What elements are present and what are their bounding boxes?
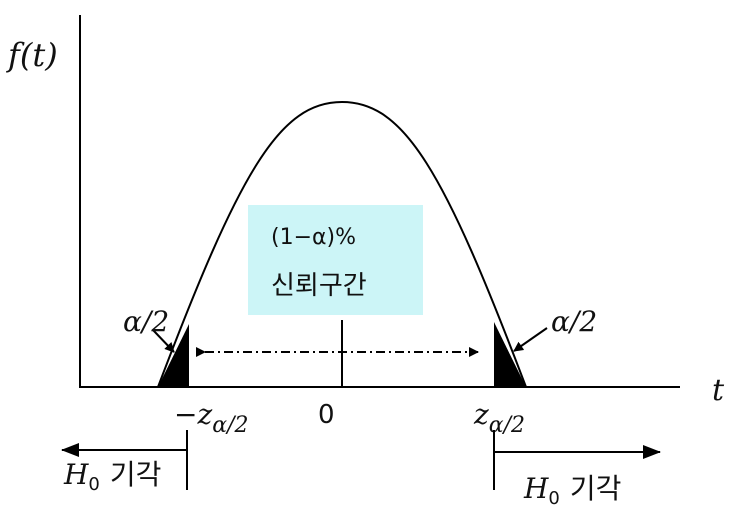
left-h-subscript: 0 <box>88 474 99 495</box>
left-alpha-pointer <box>152 329 175 353</box>
left-alpha-label: α/2 <box>123 305 169 338</box>
left-critical-subscript: α/2 <box>212 413 248 438</box>
left-tail-region <box>158 324 189 387</box>
y-axis-label: f(t) <box>6 36 58 74</box>
confidence-box <box>248 205 423 315</box>
right-tail-region <box>494 322 526 387</box>
left-critical-symbol: −z <box>174 398 212 431</box>
right-rejection-label: H0 기각 <box>523 472 621 506</box>
bell-curve <box>157 100 527 388</box>
center-tick-label: 0 <box>318 400 335 430</box>
left-rejection-label: H0 기각 <box>63 458 161 495</box>
right-alpha-label: α/2 <box>551 305 597 338</box>
left-h-symbol: H <box>63 458 89 491</box>
confidence-level-text: (1−α)% <box>271 225 356 250</box>
right-critical-value: zα/2 <box>473 398 525 438</box>
confidence-interval-text: 신뢰구간 <box>271 271 367 301</box>
left-critical-value: −zα/2 <box>174 398 248 438</box>
right-alpha-pointer <box>513 327 548 352</box>
right-h-symbol: H <box>523 472 549 505</box>
left-reject-text: 기각 <box>110 458 162 491</box>
x-axis-label: t <box>712 373 725 408</box>
right-h-subscript: 0 <box>548 488 559 506</box>
right-reject-text: 기각 <box>570 472 622 505</box>
right-critical-symbol: z <box>473 398 489 431</box>
